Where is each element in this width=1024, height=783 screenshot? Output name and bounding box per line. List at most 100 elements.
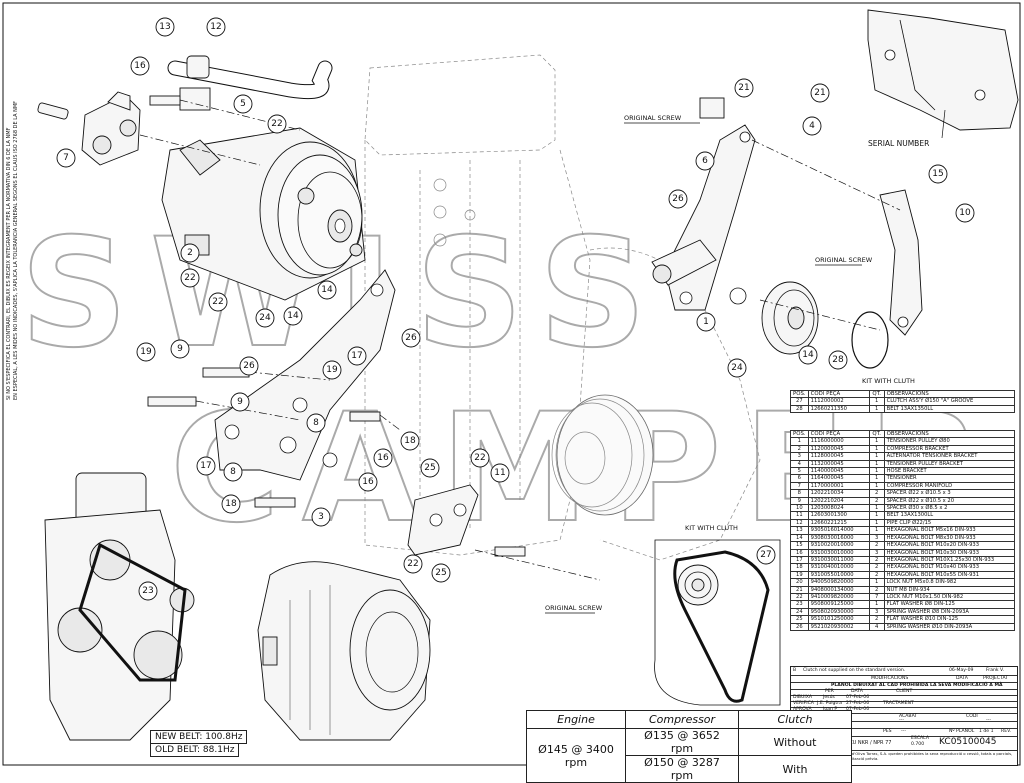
table-cell: 8 (790, 489, 809, 498)
callout-circle (180, 243, 200, 263)
callout-circle (695, 151, 715, 171)
callout-number: 11 (494, 468, 505, 478)
callout-number: 23 (142, 586, 153, 596)
callout-balloon: 15 (928, 164, 948, 184)
table-cell: 1 (868, 459, 885, 469)
table-cell: 1 (868, 474, 885, 483)
table-cell: 1203008024 (807, 504, 870, 513)
callout-circle (170, 339, 190, 359)
engine-overview (44, 472, 195, 741)
table-cell: 12660221215 (807, 518, 870, 528)
callout-circle (155, 17, 175, 37)
table-cell: 1 (868, 578, 885, 587)
callout-number: 15 (932, 169, 943, 179)
table-cell: 1 (868, 467, 885, 476)
table-cell: 1164000045 (807, 474, 870, 483)
callout-circle (136, 342, 156, 362)
table-cell: 2 (868, 570, 885, 580)
table-cell: 9508020930000 (807, 607, 870, 617)
aprova-by: Joan P (823, 707, 837, 712)
table-cell: FLAT WASHER Ø10 DIN-125 (883, 615, 1016, 624)
table-cell: 1202210034 (807, 489, 870, 498)
column-header: POS. (790, 429, 809, 439)
callout-circle (255, 308, 275, 328)
table-cell: BELT 13AX1300LL (883, 511, 1016, 520)
date-label: DATA (956, 676, 968, 681)
callout-balloon: 14 (317, 280, 337, 300)
callout-number: 6 (702, 156, 708, 166)
table-header-row: POS. CODI PEÇA QT. OBSERVACIONS (790, 389, 1016, 399)
callout-number: 26 (243, 361, 255, 371)
callout-circle (403, 554, 423, 574)
per-label: PER (825, 689, 834, 694)
table-cell: 9408000134000 (807, 585, 870, 594)
callout-number: 14 (287, 311, 299, 321)
tractament-label: TRACTAMENT (883, 701, 914, 706)
table-cell: 2 (868, 496, 885, 506)
table-cell: 9305016014000 (807, 526, 870, 535)
table-cell: 1120000045 (807, 444, 870, 454)
aprova-label: APROVA (793, 707, 812, 712)
callout-number: 5 (240, 99, 246, 109)
rev-label: REV. (1001, 729, 1012, 734)
column-header: QT. (868, 429, 885, 439)
table-cell: 11 (790, 511, 809, 520)
callout-circle (223, 462, 243, 482)
callout-circle (206, 17, 226, 37)
callout-number: 28 (832, 355, 844, 365)
engine-block-outline (364, 54, 761, 561)
dibuixa-by: Jesús (823, 695, 835, 700)
verifica-date: 27-Feb-06 (846, 701, 870, 706)
table-cell: HEXAGONAL BOLT M10x30 DIN-933 (883, 548, 1016, 557)
clutch-belt-kit: KIT WITH CLUTH (654, 524, 781, 706)
verifica-by: J.E. Puigtra (817, 701, 842, 706)
table-cell: 2 (868, 489, 885, 498)
column-header: OBSERVACIONS (883, 429, 1016, 439)
client-label: CLIENT (896, 689, 913, 694)
callout-circle (283, 306, 303, 326)
table-header-row: POS. CODI PEÇA QT. OBSERVACIONS (790, 429, 1016, 439)
callout-number: 26 (405, 333, 417, 343)
table-cell: 17 (790, 555, 809, 565)
table-cell: 9410009820000 (807, 592, 870, 602)
clutch-value: With (738, 755, 852, 783)
callout-circle (311, 507, 331, 527)
pes-label: PES (883, 729, 892, 734)
callout-number: 22 (271, 119, 282, 129)
verifica-label: VERIFICA (793, 701, 814, 706)
table-cell: 1 (868, 511, 885, 520)
callout-circle (756, 545, 776, 565)
callout-balloon: 24 (727, 358, 747, 378)
callout-circle (810, 83, 830, 103)
callout-balloon: 16 (130, 56, 150, 76)
callout-balloon: 17 (196, 456, 216, 476)
table-cell: 15 (790, 541, 809, 550)
callout-number: 14 (321, 285, 333, 295)
table-cell: 14 (790, 533, 809, 543)
revision-date: 06-May-09 (949, 668, 974, 673)
dibuixa-label: DIBUIXA (793, 695, 813, 700)
callout-balloon: 16 (358, 472, 378, 492)
table-cell: 18 (790, 563, 809, 572)
callout-number: 2 (187, 248, 193, 258)
compressor-bracket (214, 269, 396, 481)
table-cell: 1 (868, 600, 885, 609)
callout-circle (267, 114, 287, 134)
callout-number: 26 (672, 194, 684, 204)
table-cell: 10 (790, 504, 809, 513)
callout-balloon: 11 (490, 463, 510, 483)
callout-circle (347, 346, 367, 366)
callout-number: 18 (404, 436, 416, 446)
